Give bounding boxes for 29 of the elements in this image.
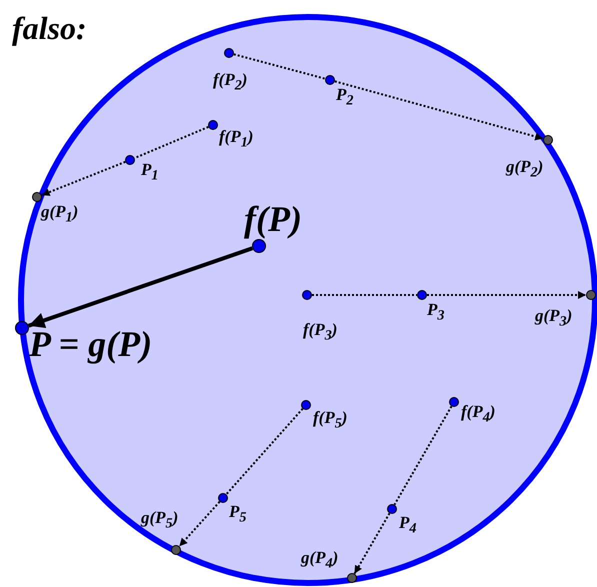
- point-label: P$_{4}$: [399, 514, 416, 536]
- dotted-line: [134, 126, 209, 159]
- title: falso:: [12, 10, 87, 47]
- point-label: P$_{2}$: [336, 86, 354, 108]
- dotted-arrow: [28, 246, 254, 328]
- dotted-line: [226, 408, 304, 495]
- point-label: f(P$_{2}$): [213, 71, 248, 93]
- point-label: f(P$_{1}$): [219, 128, 254, 150]
- dotted-arrow: [427, 291, 586, 299]
- point-label: f(P$_{5}$): [313, 409, 348, 431]
- dotted-arrow: [354, 512, 390, 574]
- dotted-line: [234, 53, 326, 80]
- point-label: P$_{1}$: [141, 161, 158, 183]
- point-label: f(P$_{4}$): [461, 403, 496, 425]
- point-label: f(P): [244, 201, 302, 237]
- point-label: g(P$_{2}$): [506, 158, 544, 180]
- dotted-arrow: [41, 160, 126, 196]
- point-label: g(P$_{1}$): [41, 203, 78, 225]
- point-label: g(P$_{5}$): [141, 509, 178, 531]
- dotted-line: [394, 406, 452, 506]
- dotted-line: [312, 294, 417, 296]
- point-label: g(P$_{3}$): [535, 307, 572, 329]
- dotted-arrow: [178, 501, 220, 547]
- point-label: P$_{3}$: [427, 301, 444, 323]
- point-label: f(P$_{3}$): [303, 321, 338, 343]
- point-label: P = g(P): [29, 326, 152, 362]
- point-label: P$_{5}$: [229, 503, 246, 525]
- point-label: g(P$_{4}$): [301, 549, 338, 571]
- dotted-arrow: [334, 80, 544, 140]
